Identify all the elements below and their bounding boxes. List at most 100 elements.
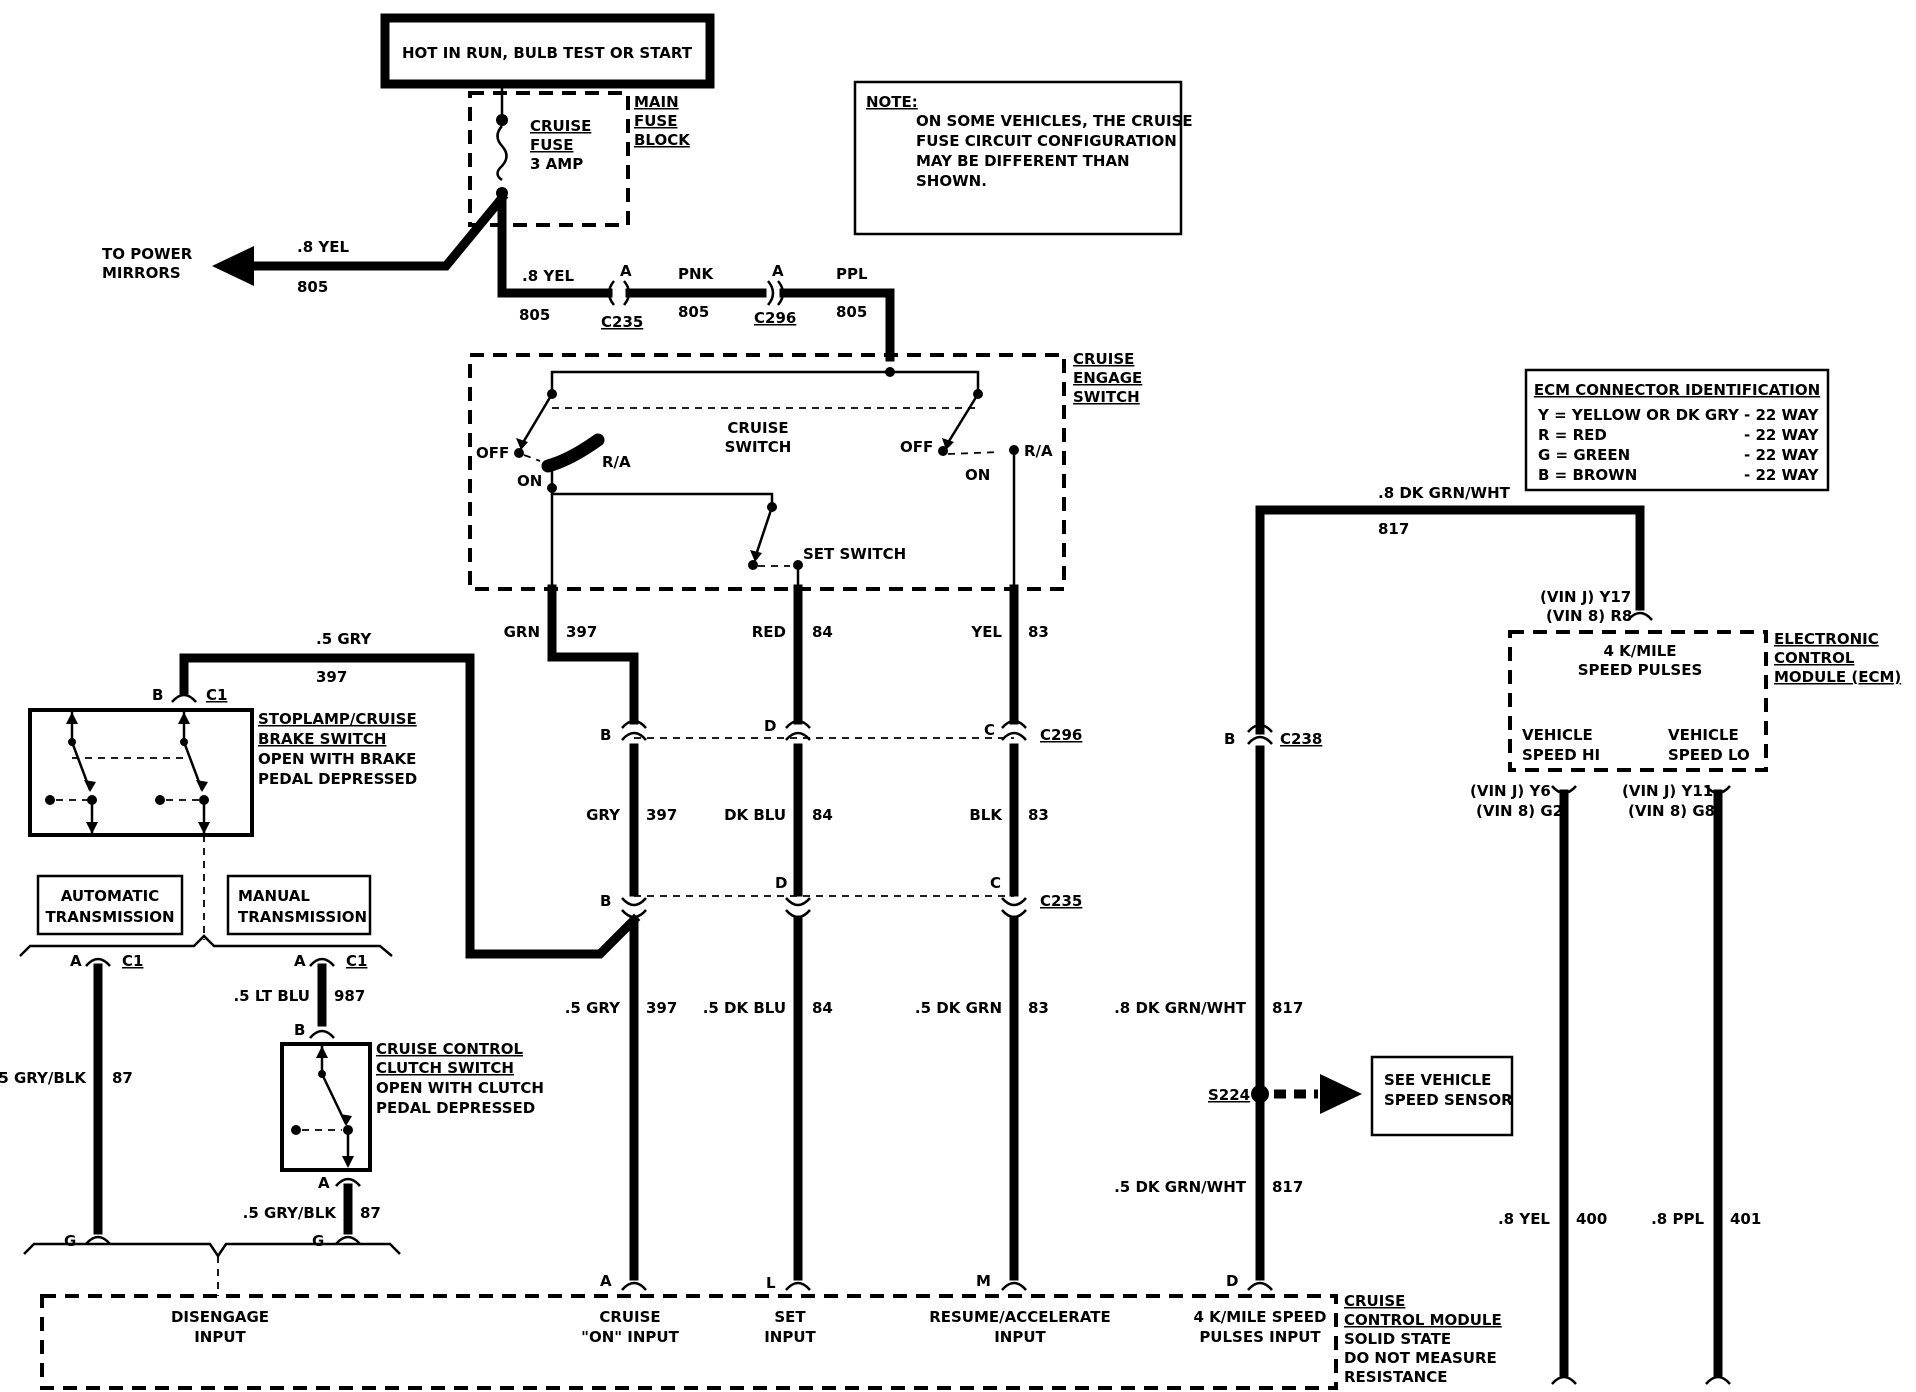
wire-blk-circuit: 83	[1028, 806, 1049, 824]
brake-circuit: 397	[316, 668, 347, 686]
ccm-resume-2: INPUT	[994, 1328, 1046, 1346]
fuse-label-1: CRUISE	[530, 117, 591, 135]
power-source-box: HOT IN RUN, BULB TEST OR START	[380, 13, 715, 89]
ccm-label-5: RESISTANCE	[1344, 1368, 1447, 1386]
clutch-pin-g: G	[312, 1232, 324, 1250]
feed-wire-3: PPL	[836, 265, 868, 283]
see-vss-1: SEE VEHICLE	[1384, 1071, 1491, 1089]
right-off-label: OFF	[900, 438, 933, 456]
brake-label-1: STOPLAMP/CRUISE	[258, 710, 417, 728]
clutch-label-2: CLUTCH SWITCH	[376, 1059, 514, 1077]
brake-label-2: BRAKE SWITCH	[258, 730, 386, 748]
c238-label: C238	[1280, 730, 1322, 748]
c296-label: C296	[1040, 726, 1082, 744]
manual-conn-c1: C1	[346, 952, 367, 970]
vss-circuit-1: 817	[1272, 999, 1303, 1017]
cruise-engage-switch: CRUISE ENGAGE SWITCH CRUISE SWITCH OFF R…	[468, 350, 1142, 591]
ccm-speed-2: PULSES INPUT	[1199, 1328, 1321, 1346]
ecm-lo-vinj: (VIN J) Y11	[1622, 782, 1713, 800]
ecm-feed-wire: .8 DK GRN/WHT	[1378, 484, 1511, 502]
ecm-lo-vin8: (VIN 8) G8	[1628, 802, 1715, 820]
fuse-block-label-3: BLOCK	[634, 131, 691, 149]
main-fuse-block: CRUISE FUSE 3 AMP MAIN FUSE BLOCK	[468, 84, 691, 227]
manual-pin-b: B	[294, 1021, 305, 1039]
clutch-label-1: CRUISE CONTROL	[376, 1040, 523, 1058]
power-mirrors-wire: .8 YEL	[297, 238, 349, 256]
ecm-hi-vin8: (VIN 8) G2	[1476, 802, 1563, 820]
wire-dk-blu-circuit: 84	[812, 806, 833, 824]
feed-wire-1: .8 YEL	[522, 267, 574, 285]
ecm-hi-circuit: 400	[1576, 1210, 1607, 1228]
left-off-label: OFF	[476, 444, 509, 462]
fuse-element-icon	[496, 125, 508, 182]
auto-wire: .5 GRY/BLK	[0, 1069, 87, 1087]
left-on-label: ON	[517, 472, 542, 490]
ccm-pin-l: L	[766, 1274, 776, 1292]
ecm-hi-vinj: (VIN J) Y6	[1470, 782, 1551, 800]
auto-label-2: TRANSMISSION	[45, 908, 174, 926]
feed-wire-2: PNK	[678, 265, 715, 283]
switch-output-wires: GRN 397 RED 84 YEL 83 B D C C296 GRY 397…	[504, 584, 1082, 1281]
feed-circuit-3: 805	[836, 303, 867, 321]
ecm-label-1: ELECTRONIC	[1774, 630, 1879, 648]
power-mirrors-branch: TO POWER MIRRORS .8 YEL 805	[102, 191, 509, 296]
manual-circuit: 987	[334, 987, 365, 1005]
ecm-feed-vinj: (VIN J) Y17	[1540, 588, 1631, 606]
power-mirrors-circuit: 805	[297, 278, 328, 296]
power-mirrors-label-2: MIRRORS	[102, 264, 181, 282]
arrow-right-icon	[1320, 1074, 1362, 1114]
engage-switch-label-3: SWITCH	[1073, 388, 1140, 406]
c296-pin-b: B	[600, 726, 611, 744]
wire-yel: YEL	[970, 623, 1002, 641]
clutch-wire: .5 GRY/BLK	[243, 1204, 338, 1222]
vss-wire-2: .5 DK GRN/WHT	[1114, 1178, 1247, 1196]
note-line-4: SHOWN.	[916, 172, 987, 190]
feed-conn-c296: C296	[754, 309, 796, 327]
manual-pin-a: A	[294, 952, 306, 970]
see-vss-2: SPEED SENSOR	[1384, 1091, 1513, 1109]
ccm-disengage-2: INPUT	[194, 1328, 246, 1346]
auto-pin-g: G	[64, 1232, 76, 1250]
ccm-speed-1: 4 K/MILE SPEED	[1193, 1308, 1326, 1326]
ecm-pulses-2: SPEED PULSES	[1578, 661, 1703, 679]
note-title: NOTE:	[866, 93, 918, 111]
ra-contact-left	[541, 433, 605, 473]
ecm-hi-2: SPEED HI	[1522, 746, 1600, 764]
arrow-left-icon	[212, 246, 254, 286]
brake-label-4: PEDAL DEPRESSED	[258, 770, 417, 788]
manual-label-1: MANUAL	[238, 887, 310, 905]
ccm-disengage-1: DISENGAGE	[171, 1308, 269, 1326]
engage-switch-label-1: CRUISE	[1073, 350, 1134, 368]
note-line-3: MAY BE DIFFERENT THAN	[916, 152, 1130, 170]
manual-transmission: MANUAL TRANSMISSION A C1 .5 LT BLU 987 B…	[23, 874, 544, 1296]
c235-pin-b: B	[600, 892, 611, 910]
feed-pin-a2: A	[772, 262, 784, 280]
power-mirrors-label-1: TO POWER	[102, 245, 193, 263]
ecm-lo-circuit: 401	[1730, 1210, 1761, 1228]
ecm-feed-vin8: (VIN 8) R8	[1546, 607, 1632, 625]
brake-label-3: OPEN WITH BRAKE	[258, 750, 416, 768]
ecm-pulses-1: 4 K/MILE	[1603, 642, 1676, 660]
cruise-switch-label-1: CRUISE	[727, 419, 788, 437]
ccm-label-4: DO NOT MEASURE	[1344, 1349, 1497, 1367]
fuse-label-3: 3 AMP	[530, 155, 583, 173]
wire-grn: GRN	[504, 623, 540, 641]
ccm-set-1: SET	[774, 1308, 806, 1326]
engage-switch-label-2: ENGAGE	[1073, 369, 1142, 387]
wire-05-gry: .5 GRY	[565, 999, 621, 1017]
ecm-id-row-2-val: - 22 WAY	[1744, 426, 1820, 444]
ccm-label-2: CONTROL MODULE	[1344, 1311, 1502, 1329]
ccm-pin-a: A	[600, 1272, 612, 1290]
c235-label: C235	[1040, 892, 1082, 910]
ecm-feed-circuit: 817	[1378, 520, 1409, 538]
ecm-connector-identification: ECM CONNECTOR IDENTIFICATION Y = YELLOW …	[1524, 368, 1830, 492]
cruise-switch-label-2: SWITCH	[725, 438, 792, 456]
manual-label-2: TRANSMISSION	[238, 908, 367, 926]
wire-yel-circuit: 83	[1028, 623, 1049, 641]
note-box: NOTE: ON SOME VEHICLES, THE CRUISE FUSE …	[853, 80, 1193, 236]
feed-pin-a1: A	[620, 262, 632, 280]
clutch-circuit: 87	[360, 1204, 381, 1222]
brake-pin-b: B	[152, 686, 163, 704]
c238-pin-b: B	[1224, 730, 1235, 748]
